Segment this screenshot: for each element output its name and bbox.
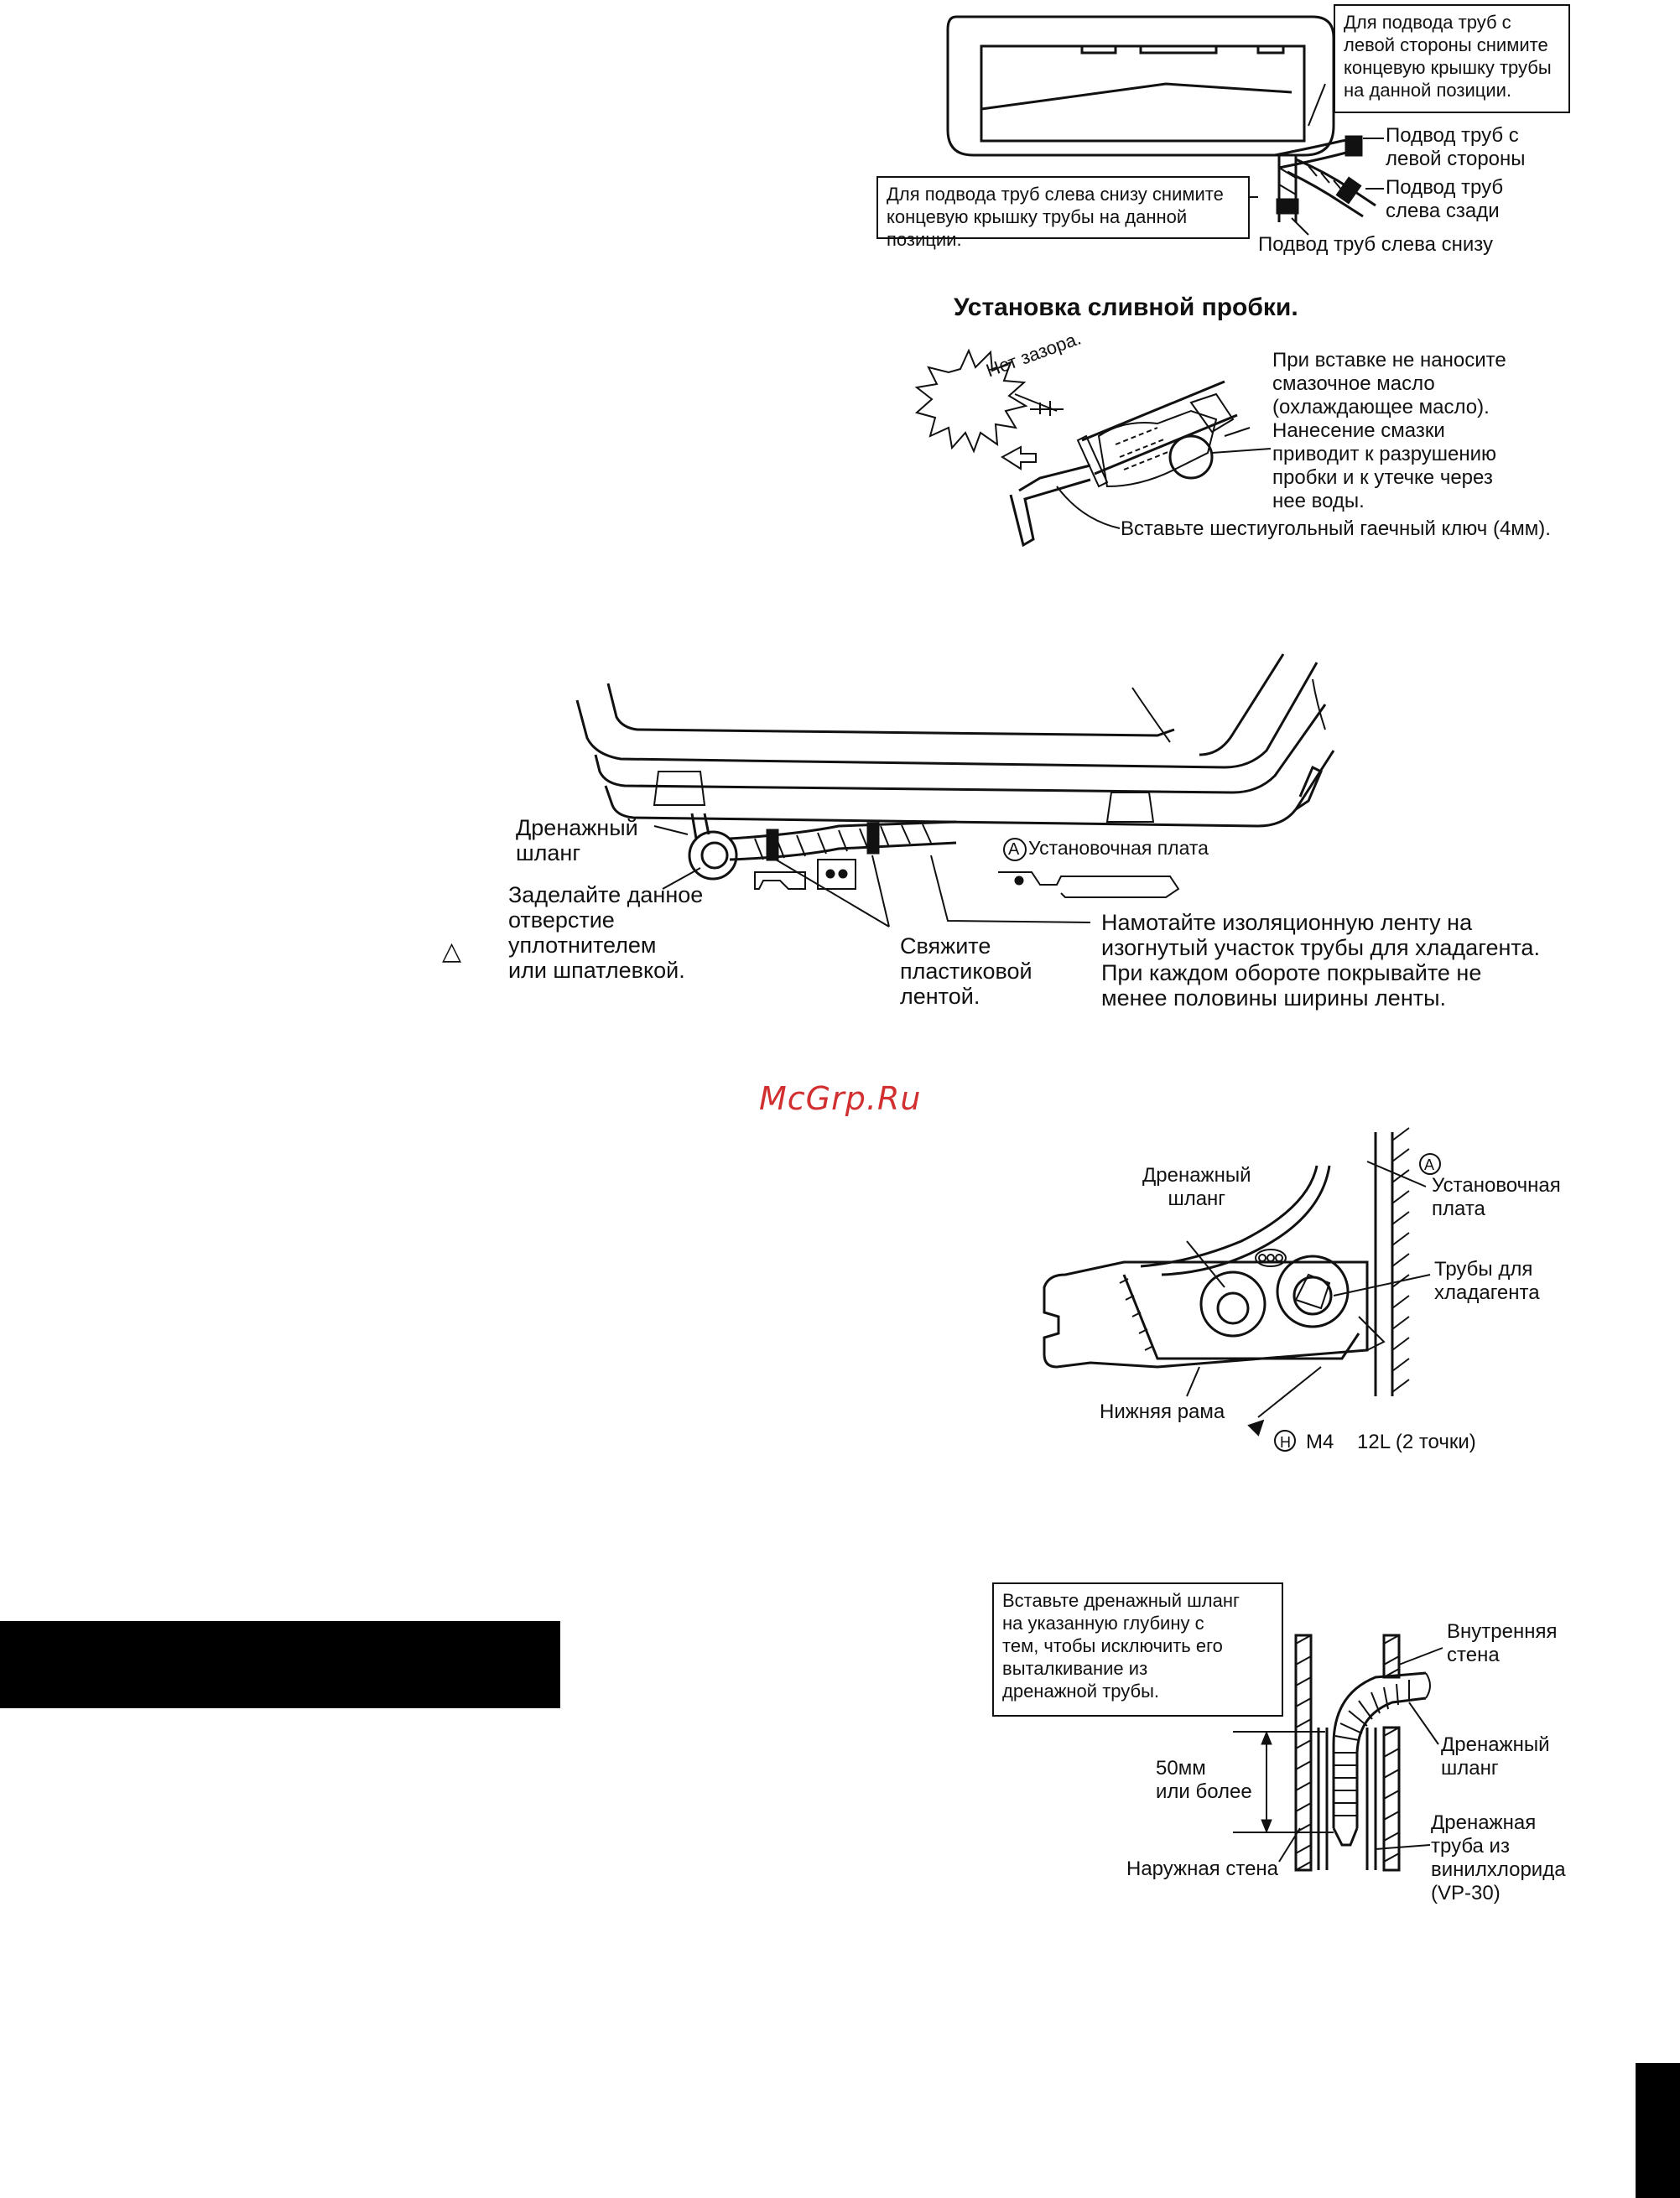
triangle-mark: △ xyxy=(442,938,462,965)
fig1-note-bottom-cap: Для подвода труб слева снизу снимите кон… xyxy=(876,176,1250,250)
fig1-label-bottom: Подвод труб слева снизу xyxy=(1258,233,1494,256)
fig4-pipes-label: Трубы для хладагента xyxy=(1434,1258,1540,1304)
fig3-plate-label: Установочная плата xyxy=(1028,837,1209,859)
fig3-tie-label: Свяжите пластиковой лентой. xyxy=(900,933,1032,1009)
fig5-drain-hose-label: Дренажный шланг xyxy=(1441,1733,1550,1780)
fig3-drain-hose-label: Дренажный шланг xyxy=(516,815,638,865)
fig1-label-rear: Подвод труб слева сзади xyxy=(1386,176,1504,222)
page-edge-tab xyxy=(1636,2063,1680,2198)
figure-1-unit-end-view xyxy=(946,15,1384,236)
figure-5-wall-drain xyxy=(1233,1634,1443,1872)
fig1-note-left-cap: Для подвода труб с левой стороны снимите… xyxy=(1334,4,1570,113)
fig4-frame-label: Нижняя рама xyxy=(1100,1400,1225,1423)
fig2-warning-no-oil: При вставке не наносите смазочное масло … xyxy=(1272,349,1506,512)
fig5-pvc-pipe-label: Дренажная труба из винилхлорида (VP-30) xyxy=(1431,1811,1566,1904)
fig3-plate-mark: A xyxy=(1008,840,1020,859)
fig4-drain-hose-label: Дренажный шланг xyxy=(1142,1164,1251,1210)
figure-4-cross-section xyxy=(1043,1127,1441,1452)
fig2-wrench-label: Вставьте шестиугольный гаечный ключ (4мм… xyxy=(1121,517,1551,540)
fig3-seal-hole-label: Заделайте данное отверстие уплотнителем … xyxy=(508,882,704,983)
fig4-screw-label: M4 xyxy=(1306,1431,1334,1453)
fig4-plate-label: Установочная плата xyxy=(1432,1174,1561,1220)
fig4-plate-mark: A xyxy=(1424,1156,1435,1173)
figure-2-drain-plug xyxy=(914,348,1272,548)
fig5-outer-wall-label: Наружная стена xyxy=(1126,1858,1279,1880)
fig1-label-left-side: Подвод труб с левой стороны xyxy=(1386,124,1526,170)
fig4-screw-mark: H xyxy=(1280,1434,1291,1451)
fig5-inner-wall-label: Внутренняя стена xyxy=(1447,1620,1558,1666)
watermark: McGrp.Ru xyxy=(759,1080,922,1117)
fig5-depth-label: 50мм или более xyxy=(1156,1757,1252,1803)
section-header-bar xyxy=(0,1621,560,1708)
fig5-note-depth: Вставьте дренажный шланг на указанную гл… xyxy=(992,1582,1283,1717)
fig3-tape-label: Намотайте изоляционную ленту на изогнуты… xyxy=(1101,910,1540,1011)
fig4-screw-length: 12L (2 точки) xyxy=(1357,1431,1476,1453)
figure-3-piping-underside xyxy=(575,653,1335,928)
fig2-heading: Установка сливной пробки. xyxy=(954,294,1298,321)
